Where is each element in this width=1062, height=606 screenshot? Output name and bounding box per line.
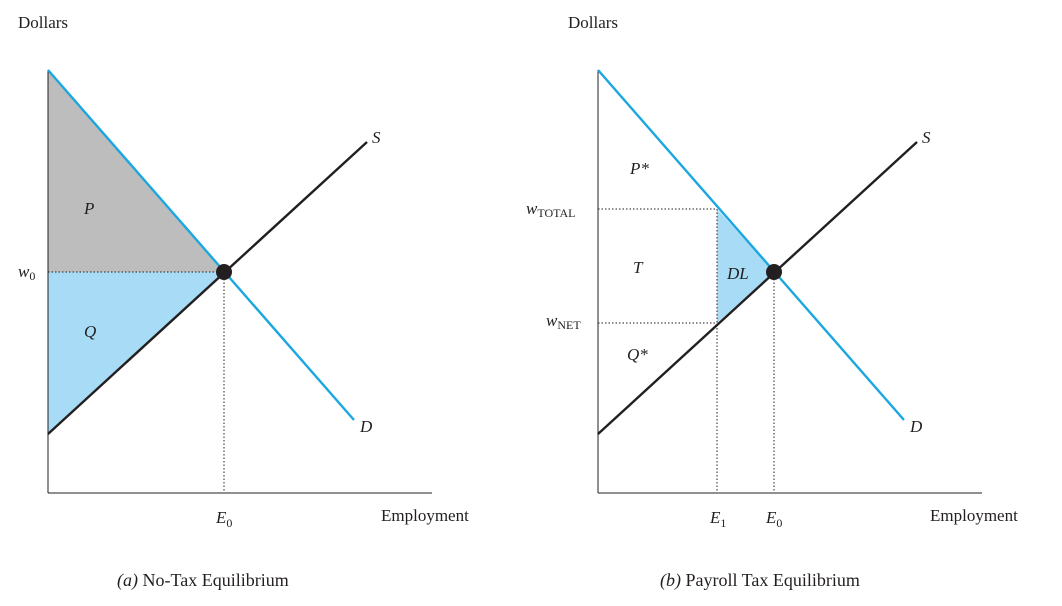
e1-tick-label: E1 <box>709 508 726 530</box>
supply-label-b: S <box>922 128 931 147</box>
e0-tick-label-b: E0 <box>765 508 782 530</box>
x-axis-title-b: Employment <box>930 506 1018 525</box>
caption-b: (b) Payroll Tax Equilibrium <box>660 570 860 591</box>
area-label-q-star: Q* <box>627 345 648 364</box>
wage-net-tick-label: wNET <box>546 311 581 332</box>
area-label-p-star: P* <box>629 159 649 178</box>
demand-curve-a <box>47 69 355 421</box>
wage-tick-label-a: w0 <box>18 262 35 283</box>
area-label-q: Q <box>84 322 96 341</box>
demand-label-a: D <box>359 417 373 436</box>
area-label-t: T <box>633 258 644 277</box>
supply-curve-b <box>597 141 918 435</box>
y-axis-title-b: Dollars <box>568 13 618 32</box>
employment-tick-label-a: E0 <box>215 508 232 530</box>
equilibrium-point-a <box>216 264 232 280</box>
area-label-dl: DL <box>726 264 749 283</box>
demand-curve-b <box>597 69 905 421</box>
supply-label-a: S <box>372 128 381 147</box>
demand-label-b: D <box>909 417 923 436</box>
equilibrium-point-b <box>766 264 782 280</box>
panel-b: Dollars Employment S D P* T DL Q* wTOTAL… <box>526 13 1018 591</box>
supply-curve-a <box>47 141 368 435</box>
deadweight-loss-area <box>717 209 774 323</box>
panel-a: Dollars Employment S D P Q w0 E0 (a) No-… <box>18 13 469 591</box>
wage-total-tick-label: wTOTAL <box>526 199 576 220</box>
area-label-p: P <box>83 199 94 218</box>
y-axis-title-a: Dollars <box>18 13 68 32</box>
x-axis-title-a: Employment <box>381 506 469 525</box>
caption-a: (a) No-Tax Equilibrium <box>117 570 289 591</box>
